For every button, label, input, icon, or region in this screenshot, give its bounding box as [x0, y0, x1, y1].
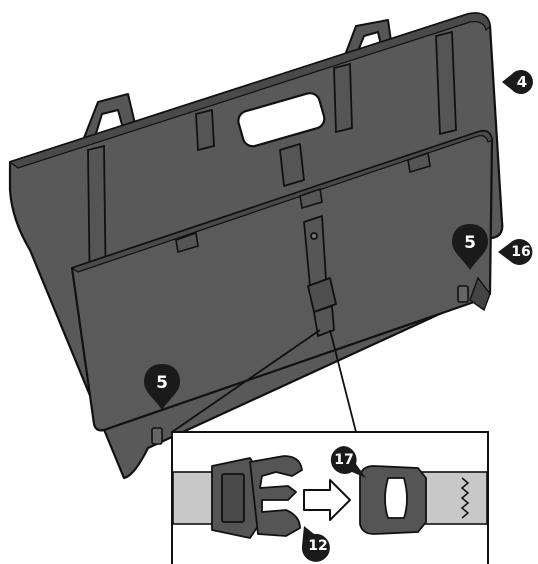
- callout-12-label: 12: [308, 538, 327, 554]
- back-strap-4: [435, 30, 457, 136]
- centre-strap: [279, 143, 337, 337]
- callout-12: 12: [301, 526, 330, 562]
- zoom-lines: [171, 329, 357, 433]
- back-strap-2: [195, 108, 215, 152]
- pin-right-label: 5: [464, 233, 476, 253]
- strap-buckle: [307, 277, 337, 313]
- clip-tabs: [175, 151, 431, 254]
- detail-inset: 17 12: [171, 431, 489, 564]
- pointer-4-label: 4: [517, 73, 527, 91]
- pin-callout-left: 5: [144, 364, 180, 410]
- callout-17-label: 17: [334, 452, 353, 468]
- back-strap-3: [333, 62, 353, 134]
- hook-right: [457, 285, 469, 303]
- front-panel-edge: [70, 130, 493, 273]
- clip-tab-2: [299, 187, 323, 210]
- pointer-16-label: 16: [511, 244, 530, 260]
- insert-arrow-icon: [303, 479, 351, 521]
- pin-callout-right: 5: [452, 224, 488, 270]
- pointer-callout-4: 4: [502, 70, 533, 94]
- detail-frame: [171, 431, 489, 564]
- detail-strap-right: [417, 471, 488, 525]
- strap-stitch-icon: [460, 477, 470, 519]
- strap-upper-loop: [279, 143, 305, 187]
- clip-tab-3: [407, 151, 431, 174]
- handle-cutout: [237, 92, 326, 148]
- bottom-hooks: [151, 285, 469, 445]
- callout-17: 17: [330, 446, 366, 478]
- back-panel-edge: [8, 12, 491, 169]
- buckle-female: [359, 465, 427, 535]
- buckle-male: [211, 455, 303, 539]
- strap-lower: [313, 305, 335, 337]
- panel-side: [469, 276, 491, 312]
- clip-tab-1: [175, 231, 199, 254]
- pointer-callout-16: 16: [498, 239, 533, 265]
- pin-left-label: 5: [156, 373, 168, 393]
- hook-left: [151, 427, 163, 445]
